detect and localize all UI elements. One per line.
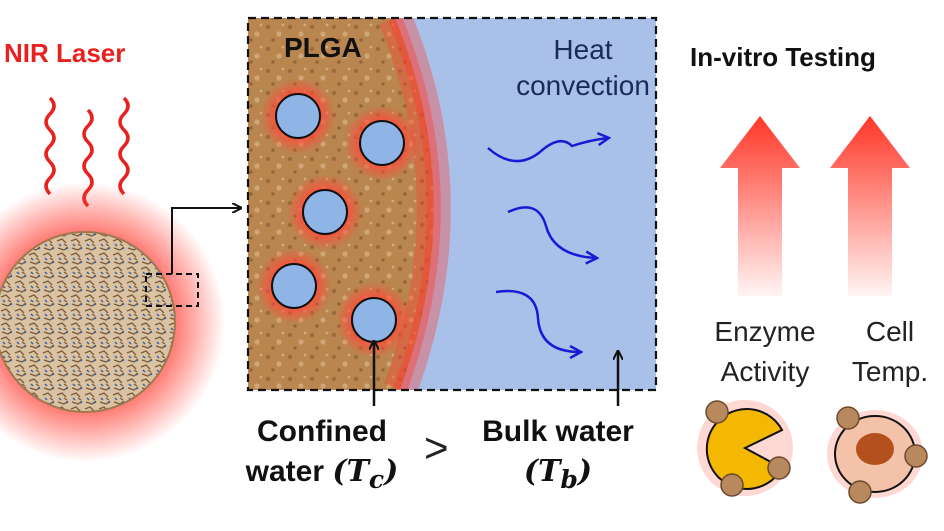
curved-arrow-icon — [487, 138, 608, 352]
pacman-enzyme-icon — [697, 400, 793, 497]
enzyme-activity-label: Enzyme Activity — [690, 312, 840, 392]
plga-label: PLGA — [284, 32, 362, 63]
confined-line1: Confined — [257, 415, 387, 448]
up-arrow-icon — [830, 116, 910, 296]
confined-temp-symbol: (Tc) — [332, 454, 399, 494]
bulk-line2: (Tb) — [458, 452, 658, 500]
porous-disc-icon — [0, 182, 240, 462]
confined-symbol-close: ) — [384, 454, 399, 489]
enzyme-line2: Activity — [720, 356, 810, 387]
cell-temp-label: Cell Temp. — [830, 312, 944, 392]
confined-water-word: water — [245, 455, 325, 488]
confined-water-label: Confined water (Tc) — [232, 412, 412, 500]
bulk-symbol-t: (T — [523, 454, 561, 489]
invitro-testing-title: In-vitro Testing — [690, 42, 876, 72]
nir-laser-label: NIR Laser — [4, 38, 126, 68]
bulk-symbol-sub: b — [560, 465, 578, 494]
bulk-symbol-close: ) — [577, 454, 593, 489]
zoom-connector-arrow — [171, 208, 240, 274]
up-arrow-icon — [720, 116, 800, 296]
confined-symbol-t: (T — [332, 454, 369, 489]
cell-icon — [827, 406, 928, 504]
bulk-water-label: Bulk water (Tb) — [458, 412, 658, 500]
confined-water-pores — [256, 78, 420, 358]
zoomed-interface-panel — [248, 18, 656, 390]
heat-label-line2: convection — [516, 70, 650, 101]
cell-line1: Cell — [865, 316, 915, 347]
greater-than-sign: > — [424, 424, 449, 471]
confined-line2: water (Tc) — [232, 452, 412, 500]
bulk-line1: Bulk water — [482, 415, 634, 448]
heat-label-line1: Heat — [553, 34, 613, 65]
confined-symbol-sub: c — [368, 465, 385, 494]
enzyme-line1: Enzyme — [714, 316, 816, 347]
heat-convection-label: Heat convection — [478, 32, 688, 104]
cell-line2: Temp. — [851, 356, 929, 387]
